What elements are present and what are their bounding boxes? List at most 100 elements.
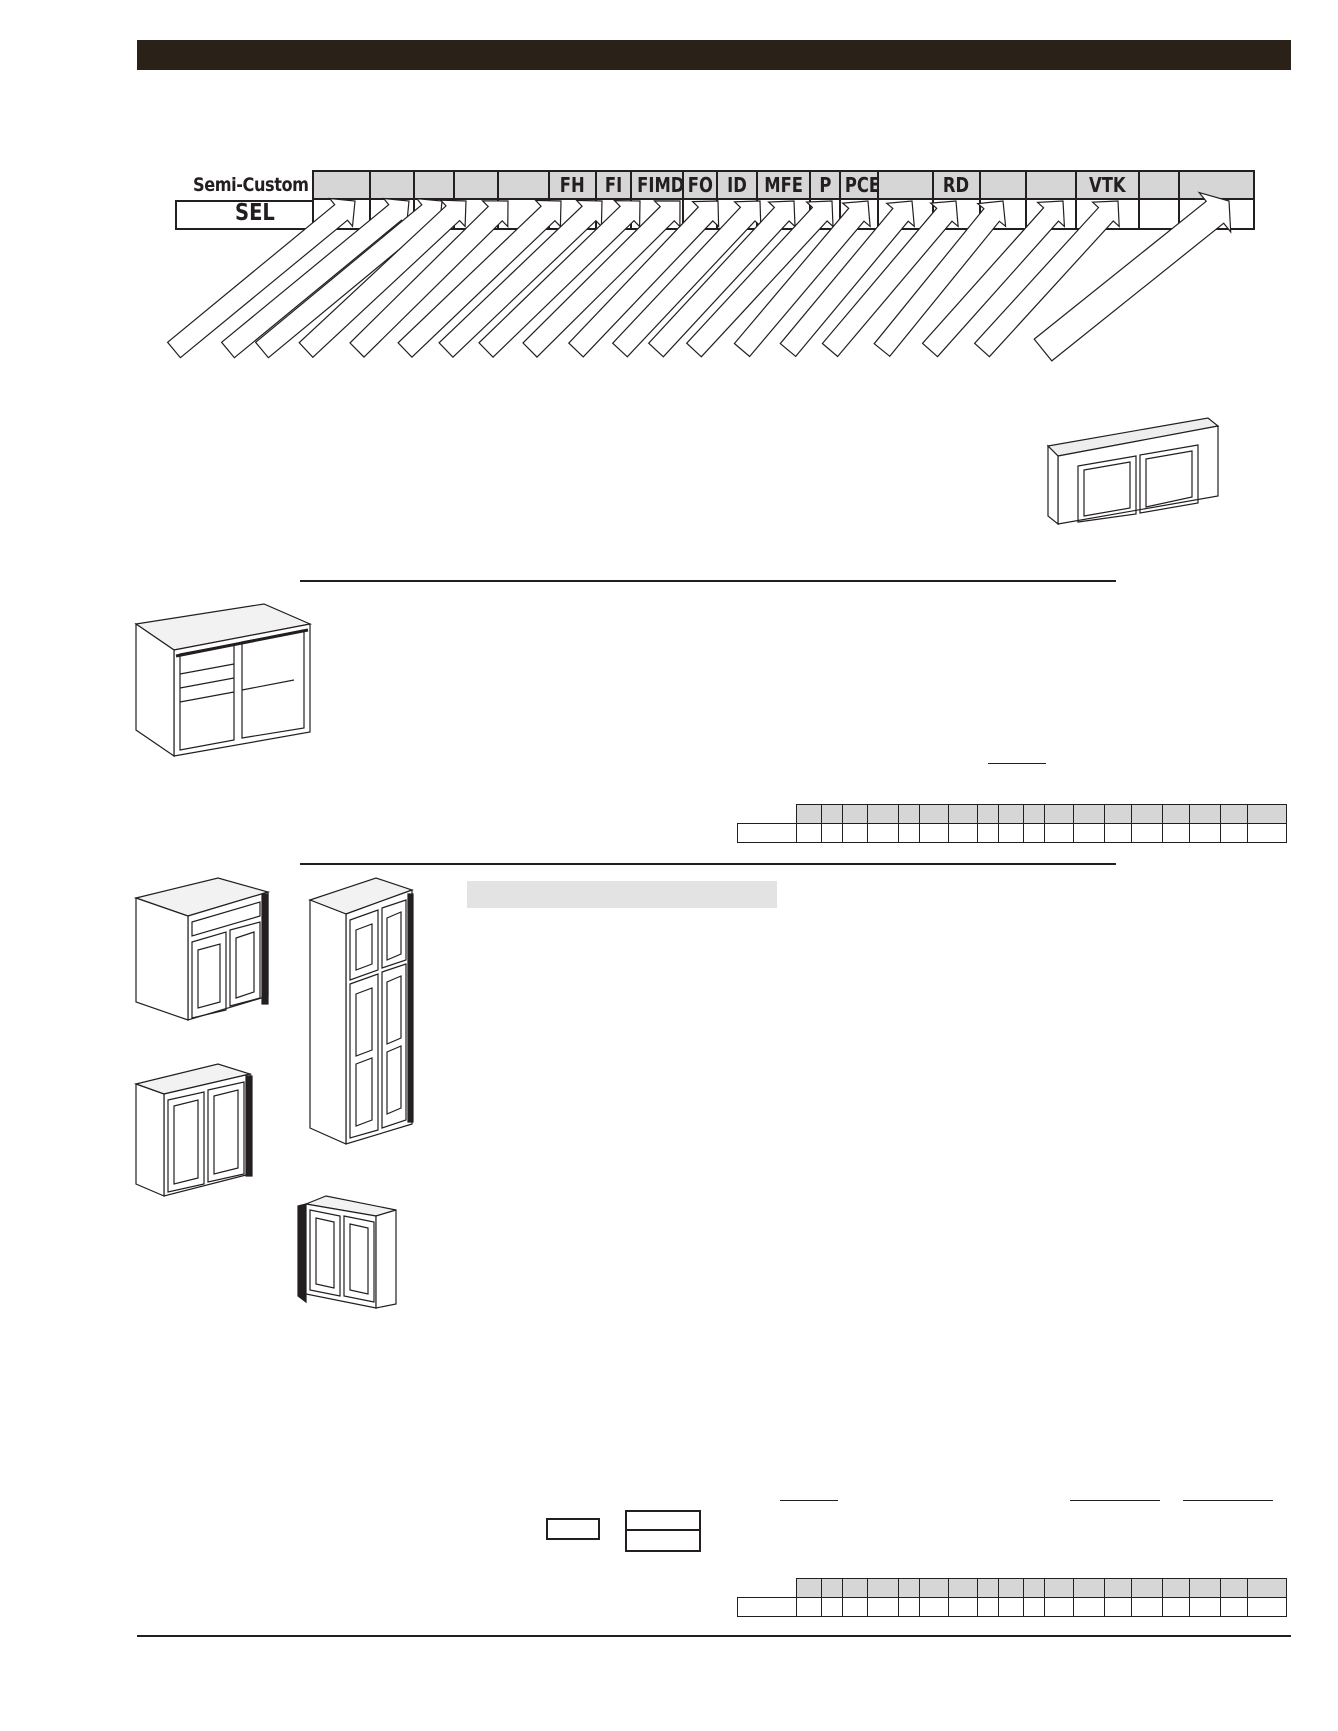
code-label: FH (560, 173, 585, 197)
wall-cabinet-icon (1046, 417, 1220, 526)
spec-value-cell (821, 823, 843, 843)
spec-value-cell (796, 1597, 822, 1617)
code-label: FI (604, 173, 623, 197)
underline-2 (780, 1500, 838, 1501)
drawer-base-cabinet-icon (134, 877, 271, 1021)
spec-value-cell (821, 1597, 843, 1617)
spec-value-cell (842, 823, 868, 843)
spec-value-cell (948, 1597, 978, 1617)
spec-value-cell (1131, 823, 1163, 843)
spec-header-cell (796, 804, 822, 824)
wall-cabinet-end-panel-icon (134, 1063, 253, 1197)
spec-header-cell (1247, 804, 1287, 824)
spec-value-cell (1044, 1597, 1074, 1617)
spec-table-2 (737, 1578, 1287, 1617)
code-header-cell: RD (932, 170, 981, 200)
underline-4 (1183, 1500, 1273, 1501)
spec-header-cell (948, 1578, 978, 1598)
wall-cabinet-left-panel-icon (297, 1195, 397, 1309)
spec-value-cell (1023, 1597, 1045, 1617)
spec-value-cell (1247, 1597, 1287, 1617)
spec-value-cell (898, 823, 920, 843)
dimension-box-2 (625, 1510, 701, 1552)
pointer-arrow (973, 200, 1120, 358)
pointer-arrow (298, 199, 467, 359)
spec-header-cell (842, 804, 868, 824)
pointer-arrow (733, 200, 871, 358)
arrow-group (166, 191, 1232, 362)
section-heading-bar (467, 881, 777, 908)
spec-value-cell (998, 823, 1024, 843)
spec-header-cell (898, 804, 920, 824)
pointer-arrow (349, 200, 509, 358)
spec-header-cell (1131, 1578, 1163, 1598)
spec-header-cell (1162, 804, 1190, 824)
spec-header-cell (821, 1578, 843, 1598)
spec-value-cell (1220, 823, 1248, 843)
dimension-box-2-divider (625, 1529, 701, 1531)
spec-header-cell (1104, 804, 1132, 824)
spec-header-cell (821, 804, 843, 824)
section-divider-2 (300, 863, 1116, 865)
code-label: ID (727, 173, 747, 197)
spec-header-cell (1073, 804, 1105, 824)
code-label: RD (943, 173, 970, 197)
spec-header-cell (977, 804, 999, 824)
spec-value-cell (919, 823, 949, 843)
spec-header-cell (948, 804, 978, 824)
spec-header-cell (1131, 804, 1163, 824)
spec-header-cell (1189, 1578, 1221, 1598)
spec-value-cell (1162, 823, 1190, 843)
spec-header-cell (1023, 1578, 1045, 1598)
spec-header-cell (919, 804, 949, 824)
pointer-arrow (647, 200, 796, 358)
spec-value-cell (1131, 1597, 1163, 1617)
pantry-tall-cabinet-icon (308, 877, 414, 1145)
spec-header-cell (998, 804, 1024, 824)
spec-value-cell (1104, 823, 1132, 843)
pointer-arrow (873, 200, 1007, 358)
spec-value-cell (1023, 823, 1045, 843)
spec-header-cell (738, 1579, 797, 1598)
spec-header-cell (1104, 1578, 1132, 1598)
spec-header-cell (1220, 804, 1248, 824)
semi-custom-label: Semi-Custom (193, 174, 309, 196)
spec-header-cell (1073, 1578, 1105, 1598)
pointer-arrow (821, 200, 959, 358)
spec-header-cell (998, 1578, 1024, 1598)
pointer-arrow (611, 200, 762, 358)
spec-header-cell (1189, 804, 1221, 824)
spec-value-cell (1247, 823, 1287, 843)
spec-value-cell (1189, 1597, 1221, 1617)
section-divider-1 (300, 580, 1116, 582)
pointer-arrow (478, 199, 641, 359)
spec-value-cell (842, 1597, 868, 1617)
dimension-box-1 (546, 1518, 600, 1540)
pointer-arrow (166, 197, 356, 359)
spec-value-cell (977, 1597, 999, 1617)
footer-rule (137, 1635, 1291, 1637)
spec-header-cell (1044, 1578, 1074, 1598)
spec-value-cell (1189, 823, 1221, 843)
spec-value-cell (1104, 1597, 1132, 1617)
pointer-arrow (1033, 191, 1232, 362)
spec-value-cell (867, 1597, 899, 1617)
spec-value-cell (1162, 1597, 1190, 1617)
spec-header-cell (1162, 1578, 1190, 1598)
pointer-arrow (397, 199, 562, 359)
code-label: P (818, 173, 832, 197)
pointer-arrow (567, 200, 720, 358)
code-header-cell: FI (595, 170, 632, 200)
underline-3 (1070, 1500, 1160, 1501)
vanity-base-cabinet-icon (134, 603, 313, 758)
spec-value-cell (1220, 1597, 1248, 1617)
sel-label: SEL (235, 200, 275, 226)
spec-header-cell (738, 805, 797, 824)
code-label: MFE (764, 173, 803, 197)
spec-header-cell (842, 1578, 868, 1598)
code-label: FO (687, 173, 713, 197)
code-label: VTK (1089, 173, 1126, 197)
spec-value-cell (998, 1597, 1024, 1617)
spec-value-cell (919, 1597, 949, 1617)
spec-value-cell (948, 823, 978, 843)
